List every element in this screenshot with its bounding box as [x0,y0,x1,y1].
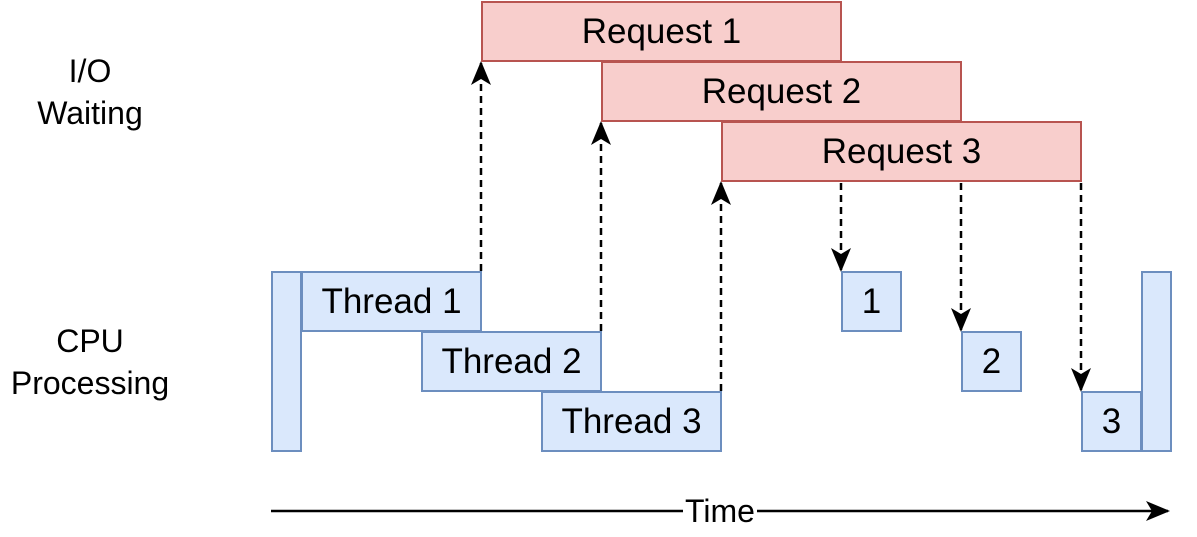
time-axis-label: Time [683,491,757,531]
io-waiting-label: I/O Waiting [20,50,160,134]
cpu-label-line2: Processing [10,365,170,401]
thread-2-label: Thread 2 [441,341,582,381]
request-1-label: Request 1 [581,11,742,51]
completion-2-box: 2 [961,331,1022,392]
request-3-box: Request 3 [721,121,1082,182]
io-label-line1: I/O [68,53,112,89]
thread-3-box: Thread 3 [541,391,722,452]
completion-1-box: 1 [841,271,902,332]
thread-1-label: Thread 1 [321,281,462,321]
completion-3-box: 3 [1081,391,1142,452]
cpu-start-bar [271,271,302,452]
request-1-box: Request 1 [481,1,842,62]
io-label-line2: Waiting [37,95,143,131]
request-2-box: Request 2 [601,61,962,122]
thread-2-box: Thread 2 [421,331,602,392]
cpu-end-bar [1141,271,1172,452]
thread-1-box: Thread 1 [301,271,482,332]
completion-2-label: 2 [981,341,1002,381]
completion-3-label: 3 [1101,401,1122,441]
thread-3-label: Thread 3 [561,401,702,441]
cpu-label-line1: CPU [56,323,124,359]
completion-1-label: 1 [861,281,882,321]
request-2-label: Request 2 [701,71,862,111]
cpu-processing-label: CPU Processing [0,320,180,404]
request-3-label: Request 3 [821,131,982,171]
